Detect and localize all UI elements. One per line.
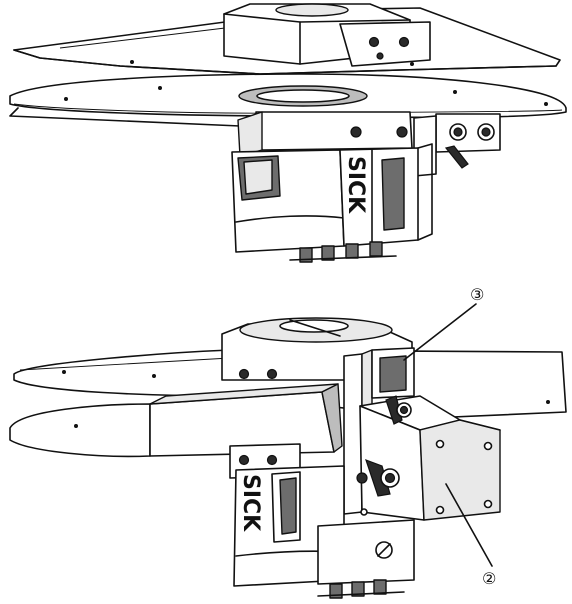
callout-2-group: ②	[445, 483, 496, 588]
bottom-assembly: SICK	[9, 317, 567, 599]
callout-2-leader	[445, 483, 493, 567]
wing-screw-lower	[356, 458, 400, 497]
bottom-scanner-body: SICK	[233, 465, 415, 599]
brand-label-top: SICK	[343, 156, 368, 214]
top-scanner-body: SICK	[231, 143, 433, 263]
callout-2-label: ②	[482, 569, 496, 588]
callout-3-label: ③	[470, 285, 484, 304]
callout-3-group: ③	[403, 285, 484, 361]
angle-mounting-bracket	[356, 395, 501, 521]
callout-3-leader	[403, 303, 477, 361]
top-assembly: SICK	[9, 3, 567, 263]
top-mount-block	[223, 3, 431, 67]
wing-screw-upper	[385, 395, 412, 425]
bottom-front-plate	[9, 383, 343, 458]
brand-label-bottom: SICK	[238, 474, 263, 532]
